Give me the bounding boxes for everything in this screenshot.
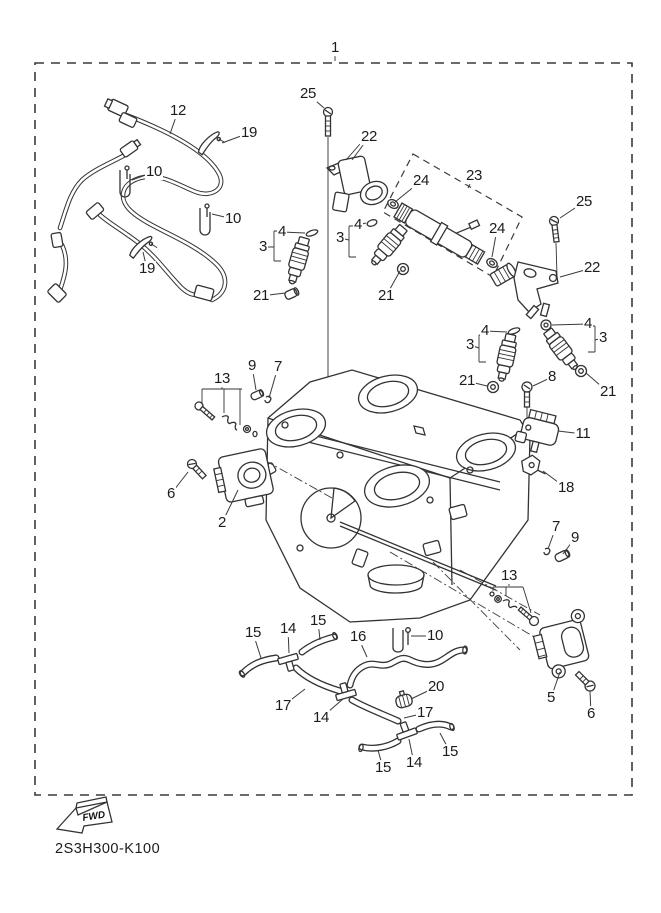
callout-17: 17 (415, 704, 435, 722)
holder-hook-drawing (119, 165, 411, 653)
callout-14: 14 (311, 709, 331, 727)
callout-15: 15 (308, 612, 328, 630)
callout-15: 15 (373, 759, 393, 777)
sensor-5-drawing (532, 608, 596, 692)
callout-25: 25 (574, 193, 594, 211)
callout-10: 10 (223, 210, 243, 228)
callout-21: 21 (376, 287, 396, 305)
hose-assembly-drawing (238, 631, 468, 753)
callout-15: 15 (440, 743, 460, 761)
callout-8: 8 (546, 368, 558, 386)
callout-19: 19 (137, 260, 157, 278)
callout-4: 4 (582, 315, 594, 333)
fwd-label: FWD (82, 810, 106, 824)
callout-10: 10 (144, 163, 164, 181)
callout-7: 7 (550, 518, 562, 536)
sensor-11-drawing (514, 381, 560, 476)
callout-19: 19 (239, 124, 259, 142)
callout-7: 7 (272, 358, 284, 376)
callout-20: 20 (426, 678, 446, 696)
callout-9: 9 (569, 529, 581, 547)
screw-25-drawing (322, 106, 560, 406)
screw-set-13-right-drawing (489, 586, 540, 627)
callout-12: 12 (168, 102, 188, 120)
callout-9: 9 (246, 357, 258, 375)
callout-14: 14 (404, 754, 424, 772)
callout-6: 6 (585, 705, 597, 723)
part-code: 2S3H300-K100 (55, 841, 161, 857)
clip-drawing (129, 131, 226, 260)
bracket-18-drawing (521, 454, 546, 476)
cap-clip-drawing (250, 389, 571, 563)
callout-3: 3 (464, 336, 476, 354)
callout-24: 24 (487, 220, 507, 238)
assembly-dashed-frame (34, 62, 633, 796)
delivery-pipe-drawing (382, 153, 523, 278)
callout-3: 3 (334, 229, 346, 247)
callout-25: 25 (298, 85, 318, 103)
callout-4: 4 (479, 322, 491, 340)
callout-21: 21 (457, 372, 477, 390)
sub-wire-harness-drawing (47, 98, 228, 303)
sensor-2-drawing (186, 448, 274, 508)
callout-4: 4 (276, 223, 288, 241)
callout-17: 17 (273, 697, 293, 715)
throttle-body-drawing (259, 369, 533, 623)
callout-1: 1 (329, 39, 341, 57)
injector-set-drawing (273, 219, 596, 394)
callout-15: 15 (243, 624, 263, 642)
callout-4: 4 (352, 216, 364, 234)
callout-23: 23 (464, 167, 484, 185)
callout-6: 6 (165, 485, 177, 503)
callout-22: 22 (582, 259, 602, 277)
callout-5: 5 (545, 689, 557, 707)
callout-21: 21 (598, 383, 618, 401)
callout-14: 14 (278, 620, 298, 638)
callout-3: 3 (257, 238, 269, 256)
callout-24: 24 (411, 172, 431, 190)
callout-13: 13 (212, 370, 232, 388)
assembly-axis-lines (249, 451, 541, 651)
callout-13: 13 (499, 567, 519, 585)
callout-3: 3 (597, 329, 609, 347)
callout-2: 2 (216, 514, 228, 532)
callout-21: 21 (251, 287, 271, 305)
callout-16: 16 (348, 628, 368, 646)
callout-10: 10 (425, 627, 445, 645)
callout-18: 18 (556, 479, 576, 497)
callout-22: 22 (359, 128, 379, 146)
joint-22-left-drawing (325, 143, 389, 213)
screw-set-13-left-drawing (194, 388, 258, 438)
joint-22-right-drawing (489, 261, 559, 320)
callout-11: 11 (574, 425, 592, 443)
fwd-arrow: FWD (55, 796, 113, 834)
